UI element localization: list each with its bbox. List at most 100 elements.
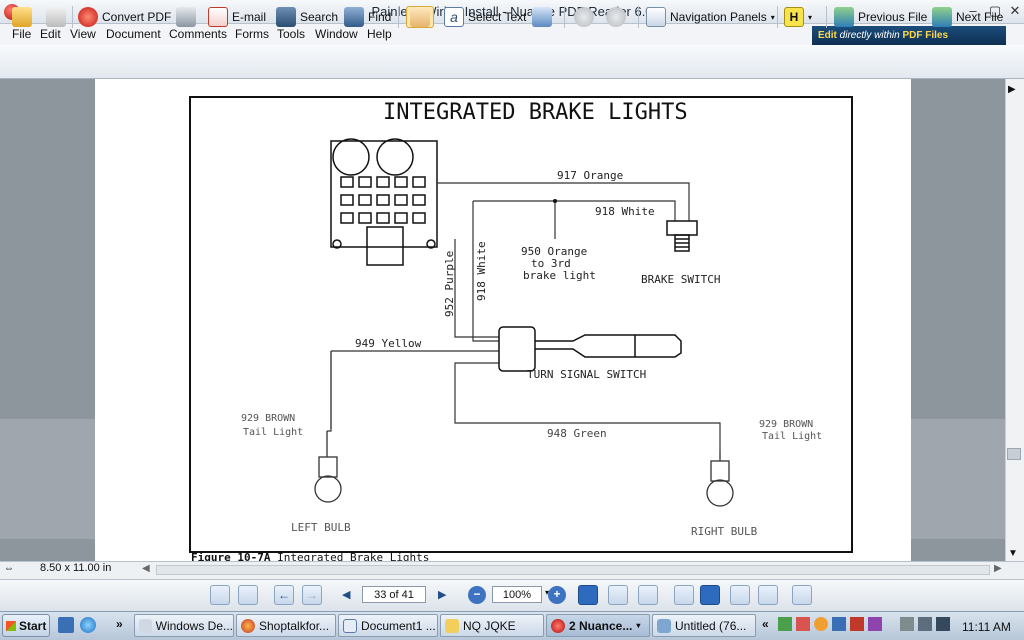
scroll-left-arrow-icon[interactable]: ◀ [142, 563, 150, 574]
fit-width-button[interactable] [638, 585, 658, 605]
chevron-down-icon: ▾ [770, 12, 775, 22]
menu-comments[interactable]: Comments [169, 27, 228, 41]
label-948: 948 Green [547, 427, 607, 440]
menu-document[interactable]: Document [106, 27, 161, 41]
start-label: Start [19, 618, 47, 633]
hand-icon [410, 7, 430, 27]
toolbar-separator [638, 6, 639, 28]
task-shoptalk[interactable]: Shoptalkfor... [236, 614, 336, 637]
next-page-arrow-icon[interactable]: ▶ [438, 589, 447, 601]
set-icon [532, 7, 552, 27]
single-page-button[interactable] [674, 585, 694, 605]
redo-button[interactable] [606, 6, 626, 28]
task-windows-desktop[interactable]: Windows De... [134, 614, 234, 637]
full-screen-button[interactable] [792, 585, 812, 605]
previous-page-arrow-icon[interactable]: ◀ [342, 589, 351, 601]
menu-view[interactable]: View [70, 27, 96, 41]
task-document1[interactable]: Document1 ... [338, 614, 438, 637]
scroll-right-arrow-icon[interactable]: ▶ [994, 563, 1002, 574]
tray-icon-5[interactable] [850, 617, 864, 631]
undo-button[interactable] [574, 6, 594, 28]
set-button[interactable] [532, 6, 552, 28]
task-label: 2 Nuance... [569, 618, 633, 633]
chevron-double-left-icon[interactable]: « [762, 617, 769, 631]
label-917: 917 Orange [557, 169, 623, 182]
horizontal-scrollbar[interactable] [156, 565, 990, 575]
start-button[interactable]: Start [2, 614, 50, 637]
find-icon [344, 7, 364, 27]
page-number-field[interactable]: 33 of 41 [362, 586, 426, 603]
continuous-facing-button[interactable] [758, 585, 778, 605]
continuous-page-button[interactable] [700, 585, 720, 605]
document-viewport[interactable]: INTEGRATED BRAKE LIGHTS [0, 79, 1005, 561]
close-button[interactable]: ✕ [1009, 3, 1021, 18]
resize-arrows-icon[interactable]: ⇔ [4, 563, 14, 574]
zoom-out-icon[interactable]: − [468, 586, 486, 604]
print-button[interactable] [176, 6, 196, 28]
page-size-readout: 8.50 x 11.00 in [40, 562, 112, 574]
tray-icon-2[interactable] [796, 617, 810, 631]
email-button[interactable]: E-mail [208, 6, 266, 28]
find-button[interactable]: Find [344, 6, 391, 28]
back-button[interactable]: ← [274, 585, 294, 605]
redo-icon [606, 7, 626, 27]
taskbar-clock[interactable]: 11:11 AM [962, 620, 1011, 634]
forward-button[interactable]: → [302, 585, 322, 605]
task-nq-jqke[interactable]: NQ JQKE [440, 614, 544, 637]
actual-size-button[interactable] [578, 585, 598, 605]
menu-forms[interactable]: Forms [235, 27, 269, 41]
highlight-button[interactable]: H▾ [784, 6, 812, 28]
task-nuance[interactable]: 2 Nuance...▾ [546, 614, 650, 637]
network-icon[interactable] [900, 617, 914, 631]
vertical-scrollbar[interactable] [1005, 79, 1024, 561]
menu-file[interactable]: File [12, 27, 32, 41]
scroll-up-arrow-icon[interactable]: ▶ [1008, 84, 1016, 95]
open-button[interactable] [12, 6, 32, 28]
show-desktop-icon[interactable] [58, 617, 74, 633]
next-file-button[interactable]: Next File [932, 6, 1003, 28]
rotate-right-button[interactable] [238, 585, 258, 605]
tray-icon-4[interactable] [832, 617, 846, 631]
facing-pages-button[interactable] [730, 585, 750, 605]
chevron-double-right-icon[interactable]: » [116, 617, 123, 631]
chevron-down-icon[interactable]: ▾ [545, 588, 550, 597]
menu-help[interactable]: Help [367, 27, 392, 41]
pdf-page[interactable]: INTEGRATED BRAKE LIGHTS [95, 79, 911, 561]
label-918-vertical: 918 White [475, 241, 488, 301]
minimize-button[interactable]: – [969, 3, 977, 18]
tray-icon-1[interactable] [778, 617, 792, 631]
save-button[interactable] [46, 6, 66, 28]
volume-icon[interactable] [936, 617, 950, 631]
internet-explorer-icon[interactable] [80, 617, 96, 633]
zoom-field[interactable]: 100% [492, 586, 542, 603]
search-button[interactable]: Search [276, 6, 338, 28]
edit-pdf-banner[interactable]: Edit directly within PDF Files [812, 26, 1006, 45]
zoom-in-icon[interactable]: + [548, 586, 566, 604]
hand-tool-button[interactable] [406, 6, 434, 28]
label-929-right: 929 BROWN [759, 419, 813, 430]
monitor-icon[interactable] [918, 617, 932, 631]
tray-icon-6[interactable] [868, 617, 882, 631]
previous-file-button[interactable]: Previous File [834, 6, 927, 28]
menu-edit[interactable]: Edit [40, 27, 61, 41]
label-950b: to 3rd [531, 257, 571, 270]
toolbar-separator [777, 6, 778, 28]
rotate-left-button[interactable] [210, 585, 230, 605]
scrollbar-thumb[interactable] [1007, 448, 1021, 460]
scroll-down-arrow-icon[interactable]: ▼ [1008, 548, 1018, 559]
label-950c: brake light [523, 269, 596, 282]
menu-tools[interactable]: Tools [277, 27, 306, 41]
menu-window[interactable]: Window [315, 27, 358, 41]
convert-pdf-icon [78, 7, 98, 27]
restore-button[interactable]: ▢ [988, 3, 1002, 18]
task-untitled[interactable]: Untitled (76... [652, 614, 756, 637]
tray-icon-3[interactable] [814, 617, 828, 631]
search-label: Search [300, 10, 339, 24]
navigation-panels-button[interactable]: Navigation Panels▾ [646, 6, 775, 28]
fit-page-button[interactable] [608, 585, 628, 605]
turn-signal-switch-icon [498, 326, 682, 372]
toolbar [0, 45, 1024, 79]
task-label: Document1 ... [361, 618, 436, 633]
convert-pdf-button[interactable]: Convert PDF [78, 6, 171, 28]
